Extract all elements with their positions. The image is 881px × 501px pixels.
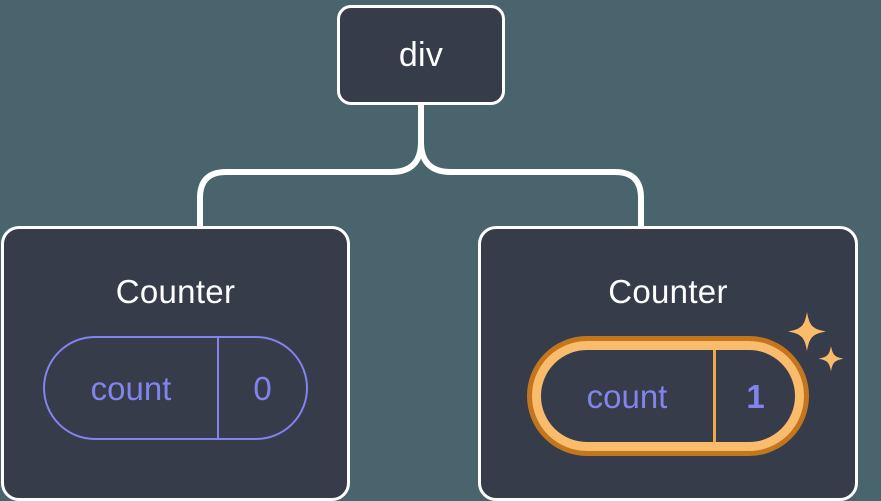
state-key-right: count bbox=[586, 377, 668, 415]
state-value-left: 0 bbox=[217, 338, 306, 438]
state-key-left: count bbox=[90, 369, 172, 407]
state-pill-wrap-right: count 1 bbox=[527, 312, 844, 456]
node-counter-left-title: Counter bbox=[115, 273, 236, 310]
state-value-right: 1 bbox=[713, 350, 795, 442]
state-pill-count-left[interactable]: count 0 bbox=[43, 336, 308, 440]
sparkle-small-icon bbox=[818, 346, 844, 372]
sparkle-large-icon bbox=[788, 312, 826, 351]
state-pill-inner-right: count 1 bbox=[532, 341, 804, 451]
connector-path-left bbox=[197, 101, 424, 231]
node-div-label: div bbox=[398, 36, 444, 74]
state-pill-count-right[interactable]: count 1 bbox=[527, 336, 809, 456]
node-div[interactable]: div bbox=[337, 5, 505, 105]
state-pill-wrap-left: count 0 bbox=[43, 336, 308, 440]
node-counter-right-title: Counter bbox=[608, 273, 728, 310]
connector-path-right bbox=[418, 101, 644, 231]
node-counter-left[interactable]: Counter count 0 bbox=[1, 226, 350, 501]
sparkles-icon bbox=[788, 312, 844, 372]
node-counter-right[interactable]: Counter count 1 bbox=[478, 226, 858, 501]
